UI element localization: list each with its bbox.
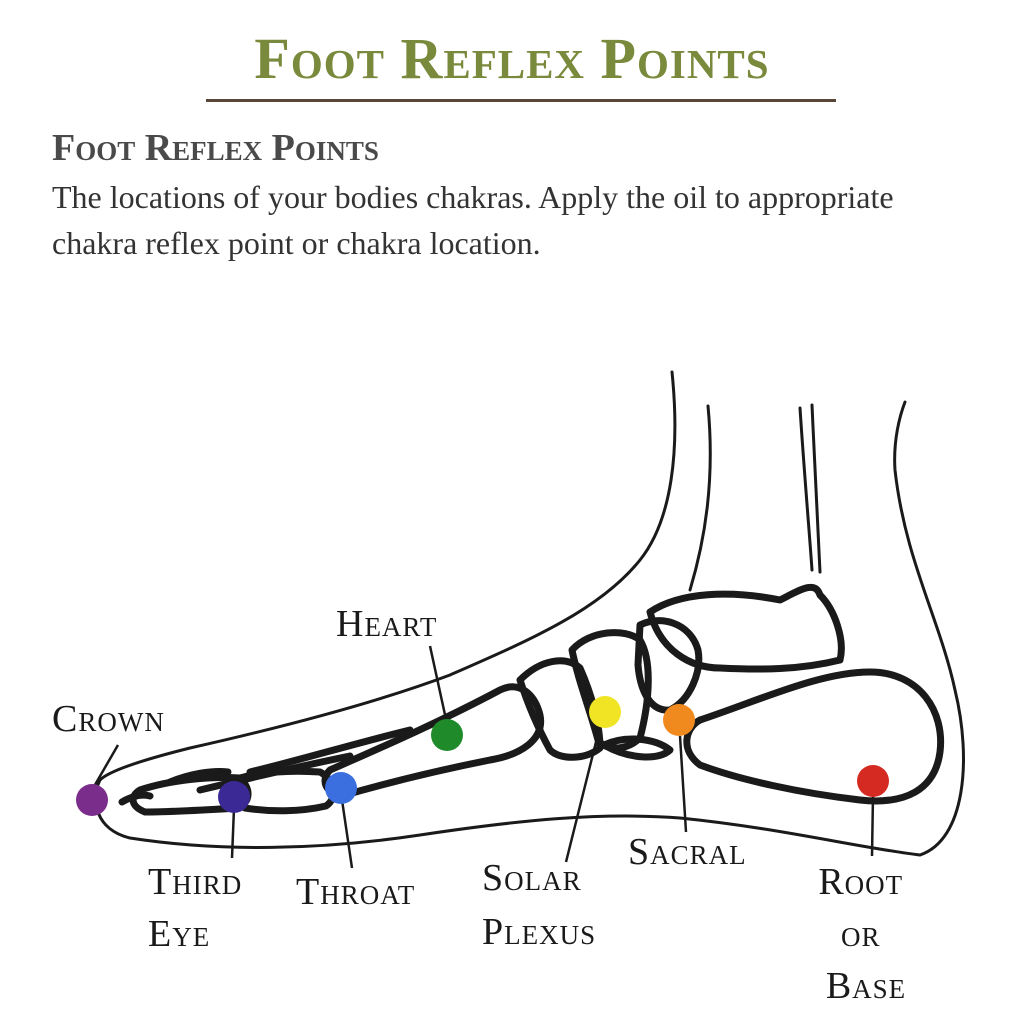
description-text: The locations of your bodies chakras. Ap… <box>52 179 894 261</box>
crown-label: Crown <box>52 698 165 740</box>
throat-point[interactable] <box>325 772 357 804</box>
section-heading: Foot Reflex Points <box>52 127 379 169</box>
throat-label: Throat <box>296 871 415 913</box>
title-underline <box>206 99 836 102</box>
leader-lines <box>90 645 875 869</box>
heart-label: Heart <box>336 603 437 645</box>
sacral-label: Sacral <box>628 831 747 873</box>
solar-plexus-label: Solar Plexus <box>482 857 596 953</box>
solar-plexus-point[interactable] <box>589 696 621 728</box>
crown-point[interactable] <box>76 784 108 816</box>
heart-point[interactable] <box>431 719 463 751</box>
root-label: Root or Base <box>818 861 913 1007</box>
page-title: Foot Reflex Points <box>254 26 770 91</box>
sacral-point[interactable] <box>663 704 695 736</box>
foot-outline <box>94 370 965 857</box>
foot-bones <box>118 583 945 816</box>
root-point[interactable] <box>857 765 889 797</box>
third-eye-point[interactable] <box>218 781 250 813</box>
third-eye-label: Third Eye <box>148 861 253 955</box>
